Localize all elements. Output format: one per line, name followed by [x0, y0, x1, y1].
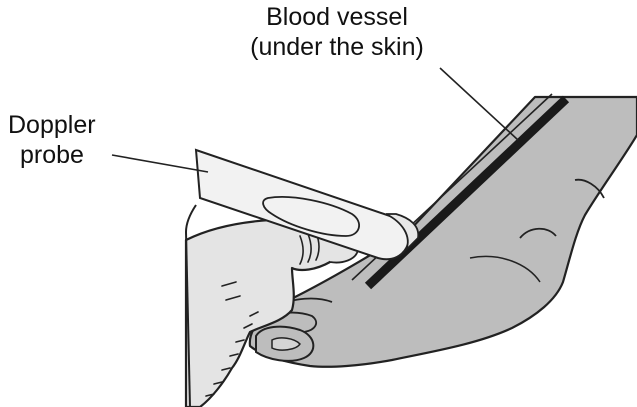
blood-vessel-label-line1: Blood vessel [222, 2, 452, 32]
blood-vessel-label-line2: (under the skin) [222, 32, 452, 62]
blood-vessel-label: Blood vessel (under the skin) [222, 2, 452, 62]
wrist-wrinkle [186, 205, 196, 232]
doppler-probe-label-line2: probe [8, 140, 128, 170]
doppler-probe-label-line1: Doppler [8, 110, 128, 140]
vessel-leader-line [440, 68, 518, 140]
doppler-probe-label: Doppler probe [8, 110, 128, 170]
